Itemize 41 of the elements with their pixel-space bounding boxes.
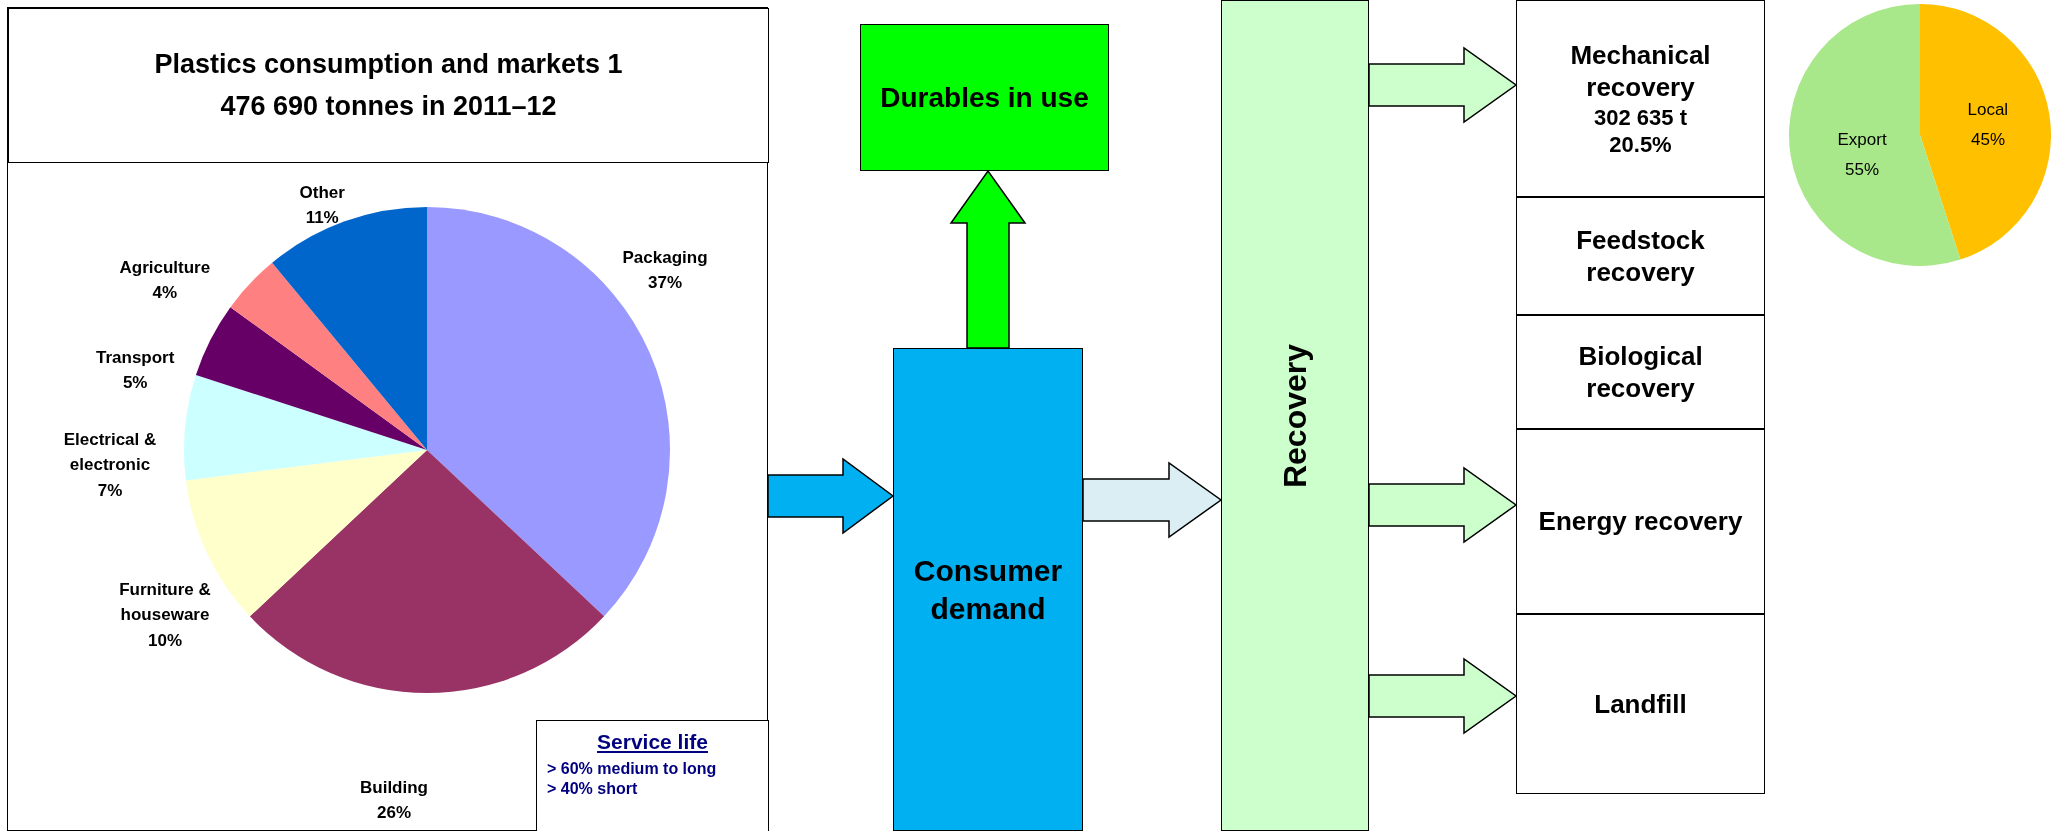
slice-label: Other 11% bbox=[299, 181, 345, 229]
note-heading: Service life bbox=[597, 729, 708, 755]
block-arrow bbox=[1082, 461, 1223, 539]
block-arrow bbox=[1368, 466, 1518, 544]
process-box bbox=[1516, 0, 1765, 197]
process-box bbox=[1516, 315, 1765, 429]
box-value: 20.5% bbox=[1609, 131, 1672, 159]
slice-label: Electrical & electronic 7% bbox=[62, 428, 158, 502]
note-text: > 60% medium to long bbox=[547, 759, 717, 780]
slice-label: Local bbox=[1967, 99, 2009, 121]
process-box bbox=[1516, 614, 1765, 794]
slice-value: 45% bbox=[1971, 129, 2006, 151]
title-box bbox=[8, 8, 769, 163]
block-arrow bbox=[949, 169, 1027, 349]
slice-label: Building 26% bbox=[360, 776, 428, 824]
slice-value: 55% bbox=[1845, 159, 1880, 181]
box-value: 302 635 t bbox=[1594, 103, 1687, 131]
box-label: Feedstock recovery bbox=[1575, 223, 1706, 289]
note-text: > 40% short bbox=[547, 779, 638, 800]
slice-label: Export bbox=[1837, 129, 1887, 151]
box-label: Mechanical recovery bbox=[1569, 38, 1712, 104]
note-box bbox=[536, 720, 769, 831]
slice-label: Agriculture 4% bbox=[119, 256, 211, 304]
box-label: Recovery bbox=[1276, 343, 1314, 488]
block-arrow bbox=[1368, 657, 1518, 735]
box-label: Energy recovery bbox=[1537, 505, 1744, 538]
process-box bbox=[1516, 429, 1765, 614]
block-arrow bbox=[1368, 46, 1518, 124]
process-box bbox=[1221, 0, 1369, 831]
box-label: Landfill bbox=[1593, 687, 1688, 721]
slice-label: Furniture & houseware 10% bbox=[118, 578, 212, 652]
slice-label: Transport 5% bbox=[96, 346, 175, 394]
box-label: Biological recovery bbox=[1577, 339, 1704, 405]
title-text: Plastics consumption and markets 1 476 690 tonnes in 2011–12 bbox=[153, 47, 624, 123]
slice-label: Packaging 37% bbox=[622, 246, 708, 294]
box-label: Consumer demand bbox=[912, 553, 1064, 627]
process-box bbox=[893, 348, 1083, 831]
box-label: Durables in use bbox=[879, 81, 1090, 115]
process-box bbox=[860, 24, 1109, 171]
process-box bbox=[1516, 197, 1765, 315]
block-arrow bbox=[767, 457, 895, 535]
